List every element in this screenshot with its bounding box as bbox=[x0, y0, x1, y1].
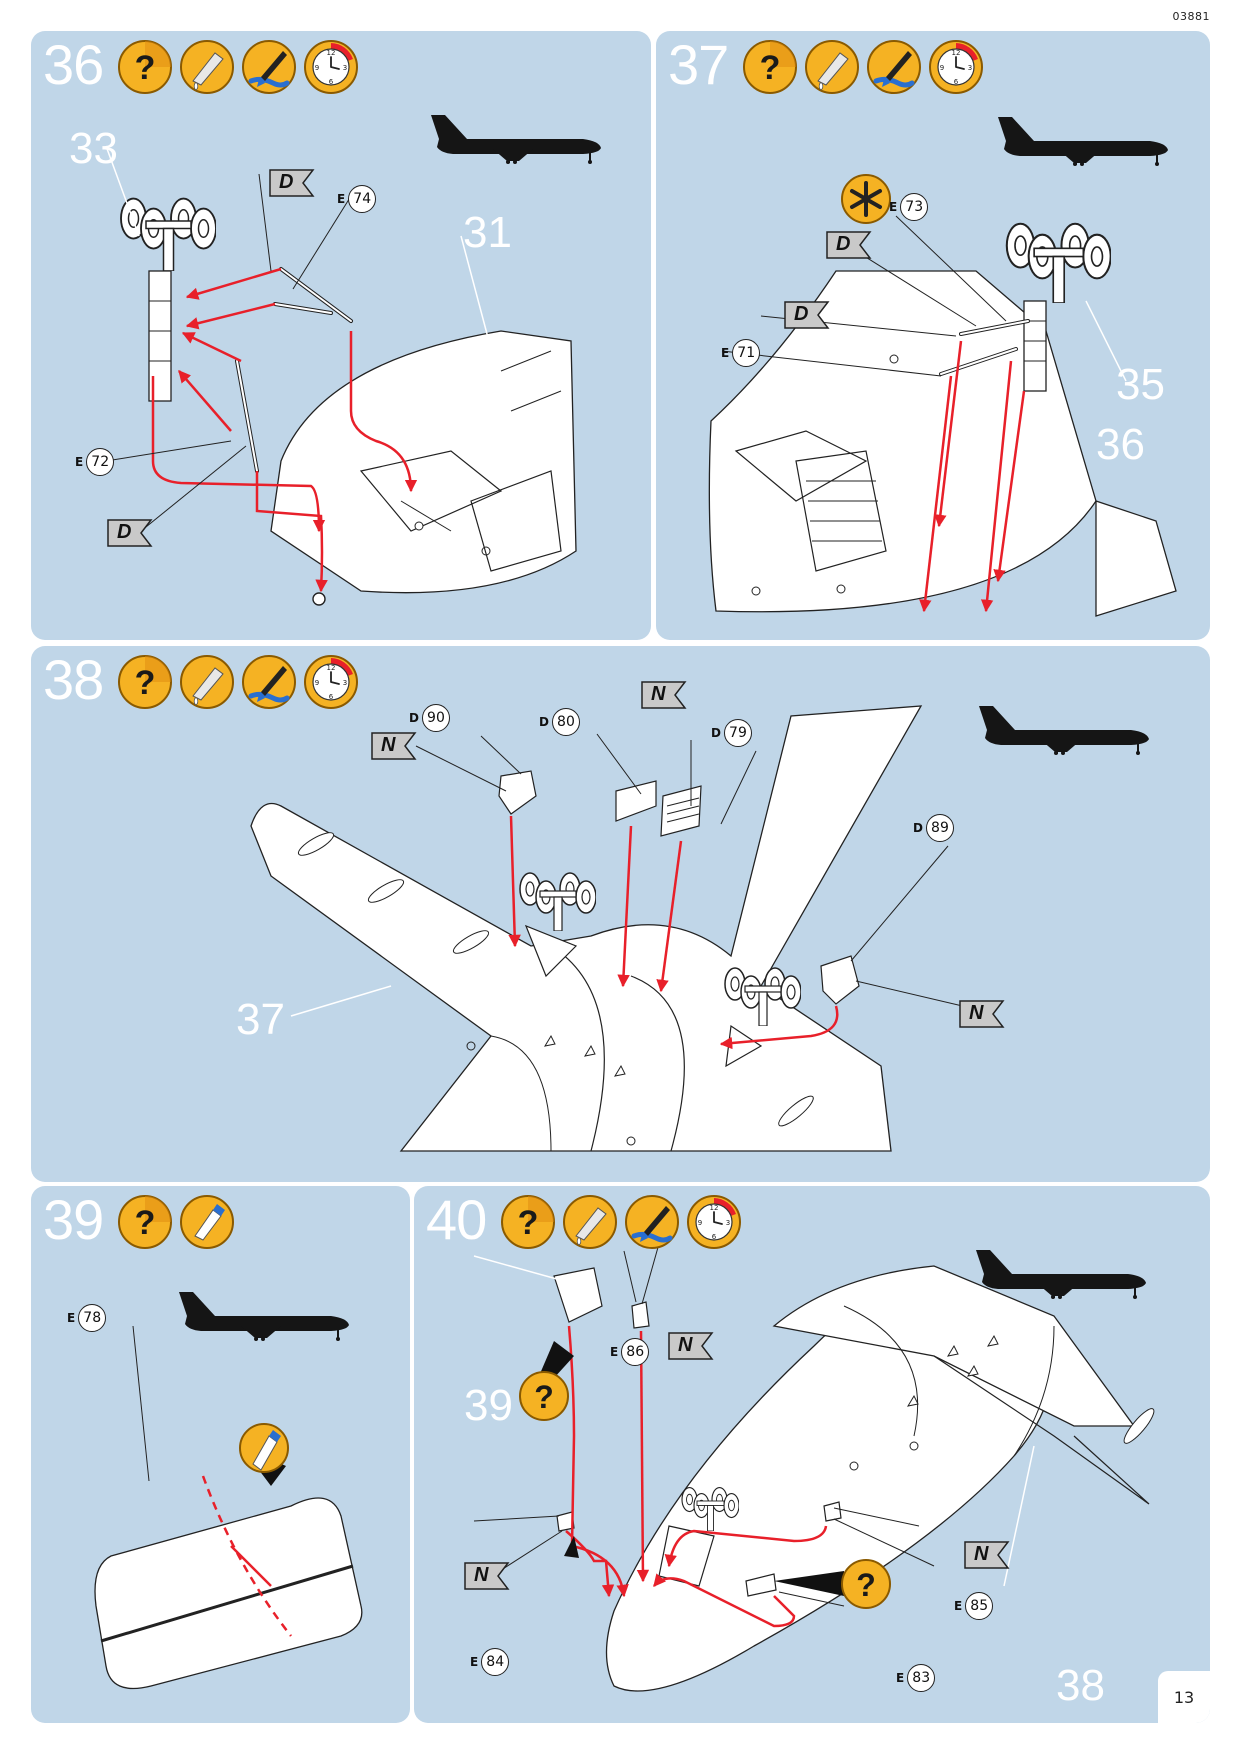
step-39-drawing bbox=[94, 1325, 363, 1690]
question-icon bbox=[742, 39, 798, 95]
svg-text:?: ? bbox=[534, 1379, 554, 1415]
aircraft-silhouette bbox=[968, 1246, 1148, 1300]
question-icon bbox=[500, 1194, 556, 1250]
paint-brush-icon bbox=[241, 39, 297, 95]
glue-icon bbox=[562, 1194, 618, 1250]
glue-icon bbox=[179, 654, 235, 710]
part-flag-n: N bbox=[464, 1562, 510, 1590]
ref-label-36: 36 bbox=[1096, 420, 1145, 469]
aircraft-silhouette bbox=[423, 111, 603, 165]
clock-icon bbox=[928, 39, 984, 95]
part-flag-d: D bbox=[269, 169, 315, 197]
glue-icon bbox=[179, 39, 235, 95]
aircraft-silhouette bbox=[171, 1288, 351, 1342]
paint-brush-icon bbox=[241, 654, 297, 710]
part-flag-n: N bbox=[641, 681, 687, 709]
aircraft-silhouette bbox=[990, 113, 1170, 167]
clock-icon bbox=[686, 1194, 742, 1250]
question-icon bbox=[117, 39, 173, 95]
step-38-drawing bbox=[250, 705, 972, 1152]
ref-label-37: 37 bbox=[236, 995, 285, 1044]
step-36-drawing bbox=[105, 145, 577, 606]
ref-label-39: 39 bbox=[464, 1381, 513, 1430]
page-number: 13 bbox=[1158, 1671, 1210, 1723]
part-flag-d: D bbox=[784, 301, 830, 329]
step-36-number: 36 bbox=[43, 33, 104, 96]
part-flag-n: N bbox=[959, 1000, 1005, 1028]
step-38-icon-row bbox=[117, 654, 359, 710]
knife-icon bbox=[179, 1194, 235, 1250]
part-flag-n: N bbox=[668, 1332, 714, 1360]
ref-label-35: 35 bbox=[1116, 360, 1165, 409]
clock-icon bbox=[303, 654, 359, 710]
step-37-number: 37 bbox=[668, 33, 729, 96]
part-flag-d: D bbox=[826, 231, 872, 259]
step-39-icon-row bbox=[117, 1194, 235, 1250]
ref-label-31: 31 bbox=[463, 208, 512, 257]
aircraft-silhouette bbox=[971, 702, 1151, 756]
glue-icon bbox=[804, 39, 860, 95]
part-flag-n: N bbox=[964, 1541, 1010, 1569]
step-40-drawing: ? ? bbox=[473, 1225, 1155, 1692]
question-icon bbox=[117, 654, 173, 710]
paint-brush-icon bbox=[624, 1194, 680, 1250]
step-38-number: 38 bbox=[43, 648, 104, 711]
document-code: 03881 bbox=[1172, 10, 1210, 23]
svg-text:?: ? bbox=[856, 1567, 876, 1603]
ref-label-33: 33 bbox=[69, 124, 118, 173]
step-39-number: 39 bbox=[43, 1188, 104, 1251]
question-icon bbox=[117, 1194, 173, 1250]
ref-label-38: 38 bbox=[1056, 1661, 1105, 1710]
part-flag-d: D bbox=[107, 519, 153, 547]
part-flag-n: N bbox=[371, 732, 417, 760]
paint-brush-icon bbox=[866, 39, 922, 95]
question-icon bbox=[519, 1371, 569, 1421]
question-icon bbox=[841, 1559, 891, 1609]
step-36-icon-row bbox=[117, 39, 359, 95]
clock-icon bbox=[303, 39, 359, 95]
step-40-icon-row bbox=[500, 1194, 742, 1250]
step-40-number: 40 bbox=[426, 1188, 487, 1251]
step-37-icon-row bbox=[742, 39, 984, 95]
